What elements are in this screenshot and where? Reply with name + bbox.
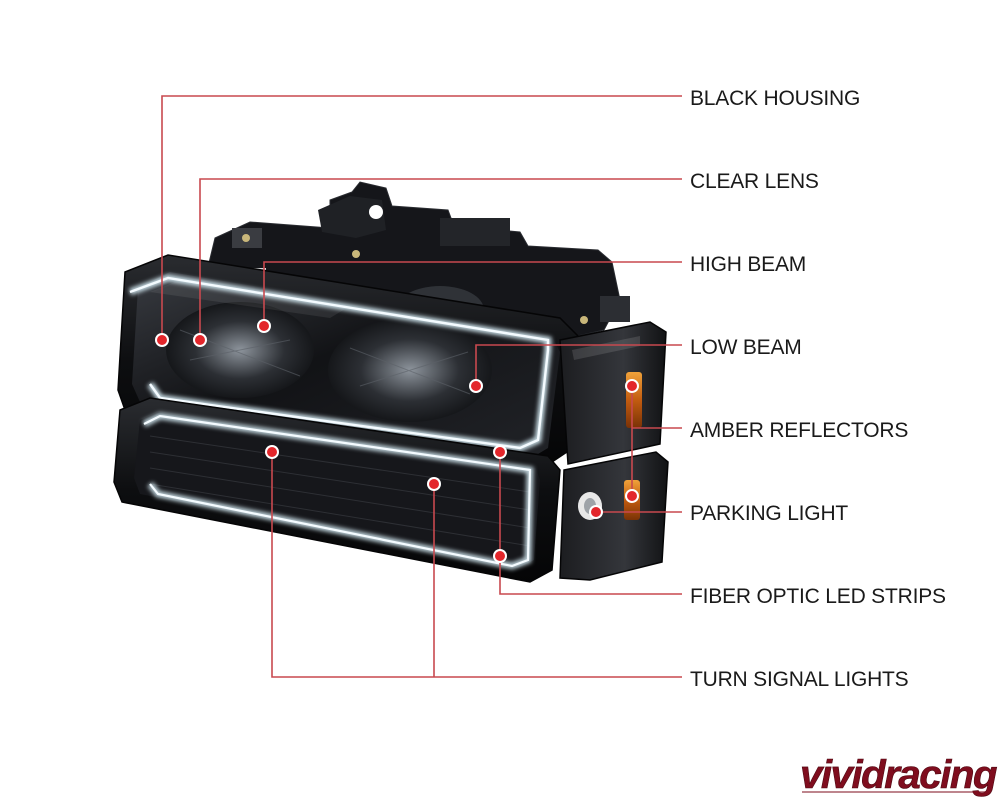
callout-label-turn-signal-lights: TURN SIGNAL LIGHTS [690,668,909,691]
callout-leader-lines [161,95,682,678]
bracket-hole [369,205,383,219]
marker-dot-fiber-optic-led-strips [493,549,507,563]
leader-line-clear-lens [199,178,682,340]
callout-label-low-beam: LOW BEAM [690,336,802,359]
callout-label-parking-light: PARKING LIGHT [690,502,848,525]
callout-label-high-beam: HIGH BEAM [690,253,806,276]
callout-marker-dots [155,319,639,563]
callout-label-fiber-optic-led-strips: FIBER OPTIC LED STRIPS [690,585,946,608]
upper-fiber-optic-led-strip [129,276,550,450]
upper-headlight-body [117,254,583,471]
lower-fiber-optic-led-strip [143,414,532,568]
vividracing-logo: vividracing [800,753,999,798]
logo-text: vividracing [800,753,997,797]
marker-dot-clear-lens [193,333,207,347]
callout-labels: BLACK HOUSING CLEAR LENS HIGH BEAM LOW B… [690,87,946,691]
marker-dot-low-beam [469,379,483,393]
marker-dot-parking-light [589,505,603,519]
leader-line-turn-signal-lights [271,452,682,678]
leader-line-black-housing [161,95,682,340]
marker-dot-turn-signal-lights [427,477,441,491]
callout-label-amber-reflectors: AMBER REFLECTORS [690,419,908,442]
leader-line-fiber-optic-led-strips [499,452,682,595]
marker-dot-amber-reflectors [625,489,639,503]
marker-dot-amber-reflectors [625,379,639,393]
marker-dot-fiber-optic-led-strips [493,445,507,459]
headlight-assembly-illustration [113,181,669,583]
callout-label-black-housing: BLACK HOUSING [690,87,860,110]
leader-line-low-beam [475,344,682,386]
marker-dot-turn-signal-lights [265,445,279,459]
leader-line-high-beam [263,261,682,326]
callout-label-clear-lens: CLEAR LENS [690,170,819,193]
corner-light-assembly [559,321,669,581]
marker-dot-black-housing [155,333,169,347]
turn-signal-bar [113,397,561,583]
marker-dot-high-beam [257,319,271,333]
leader-line-amber-reflectors [631,386,682,496]
